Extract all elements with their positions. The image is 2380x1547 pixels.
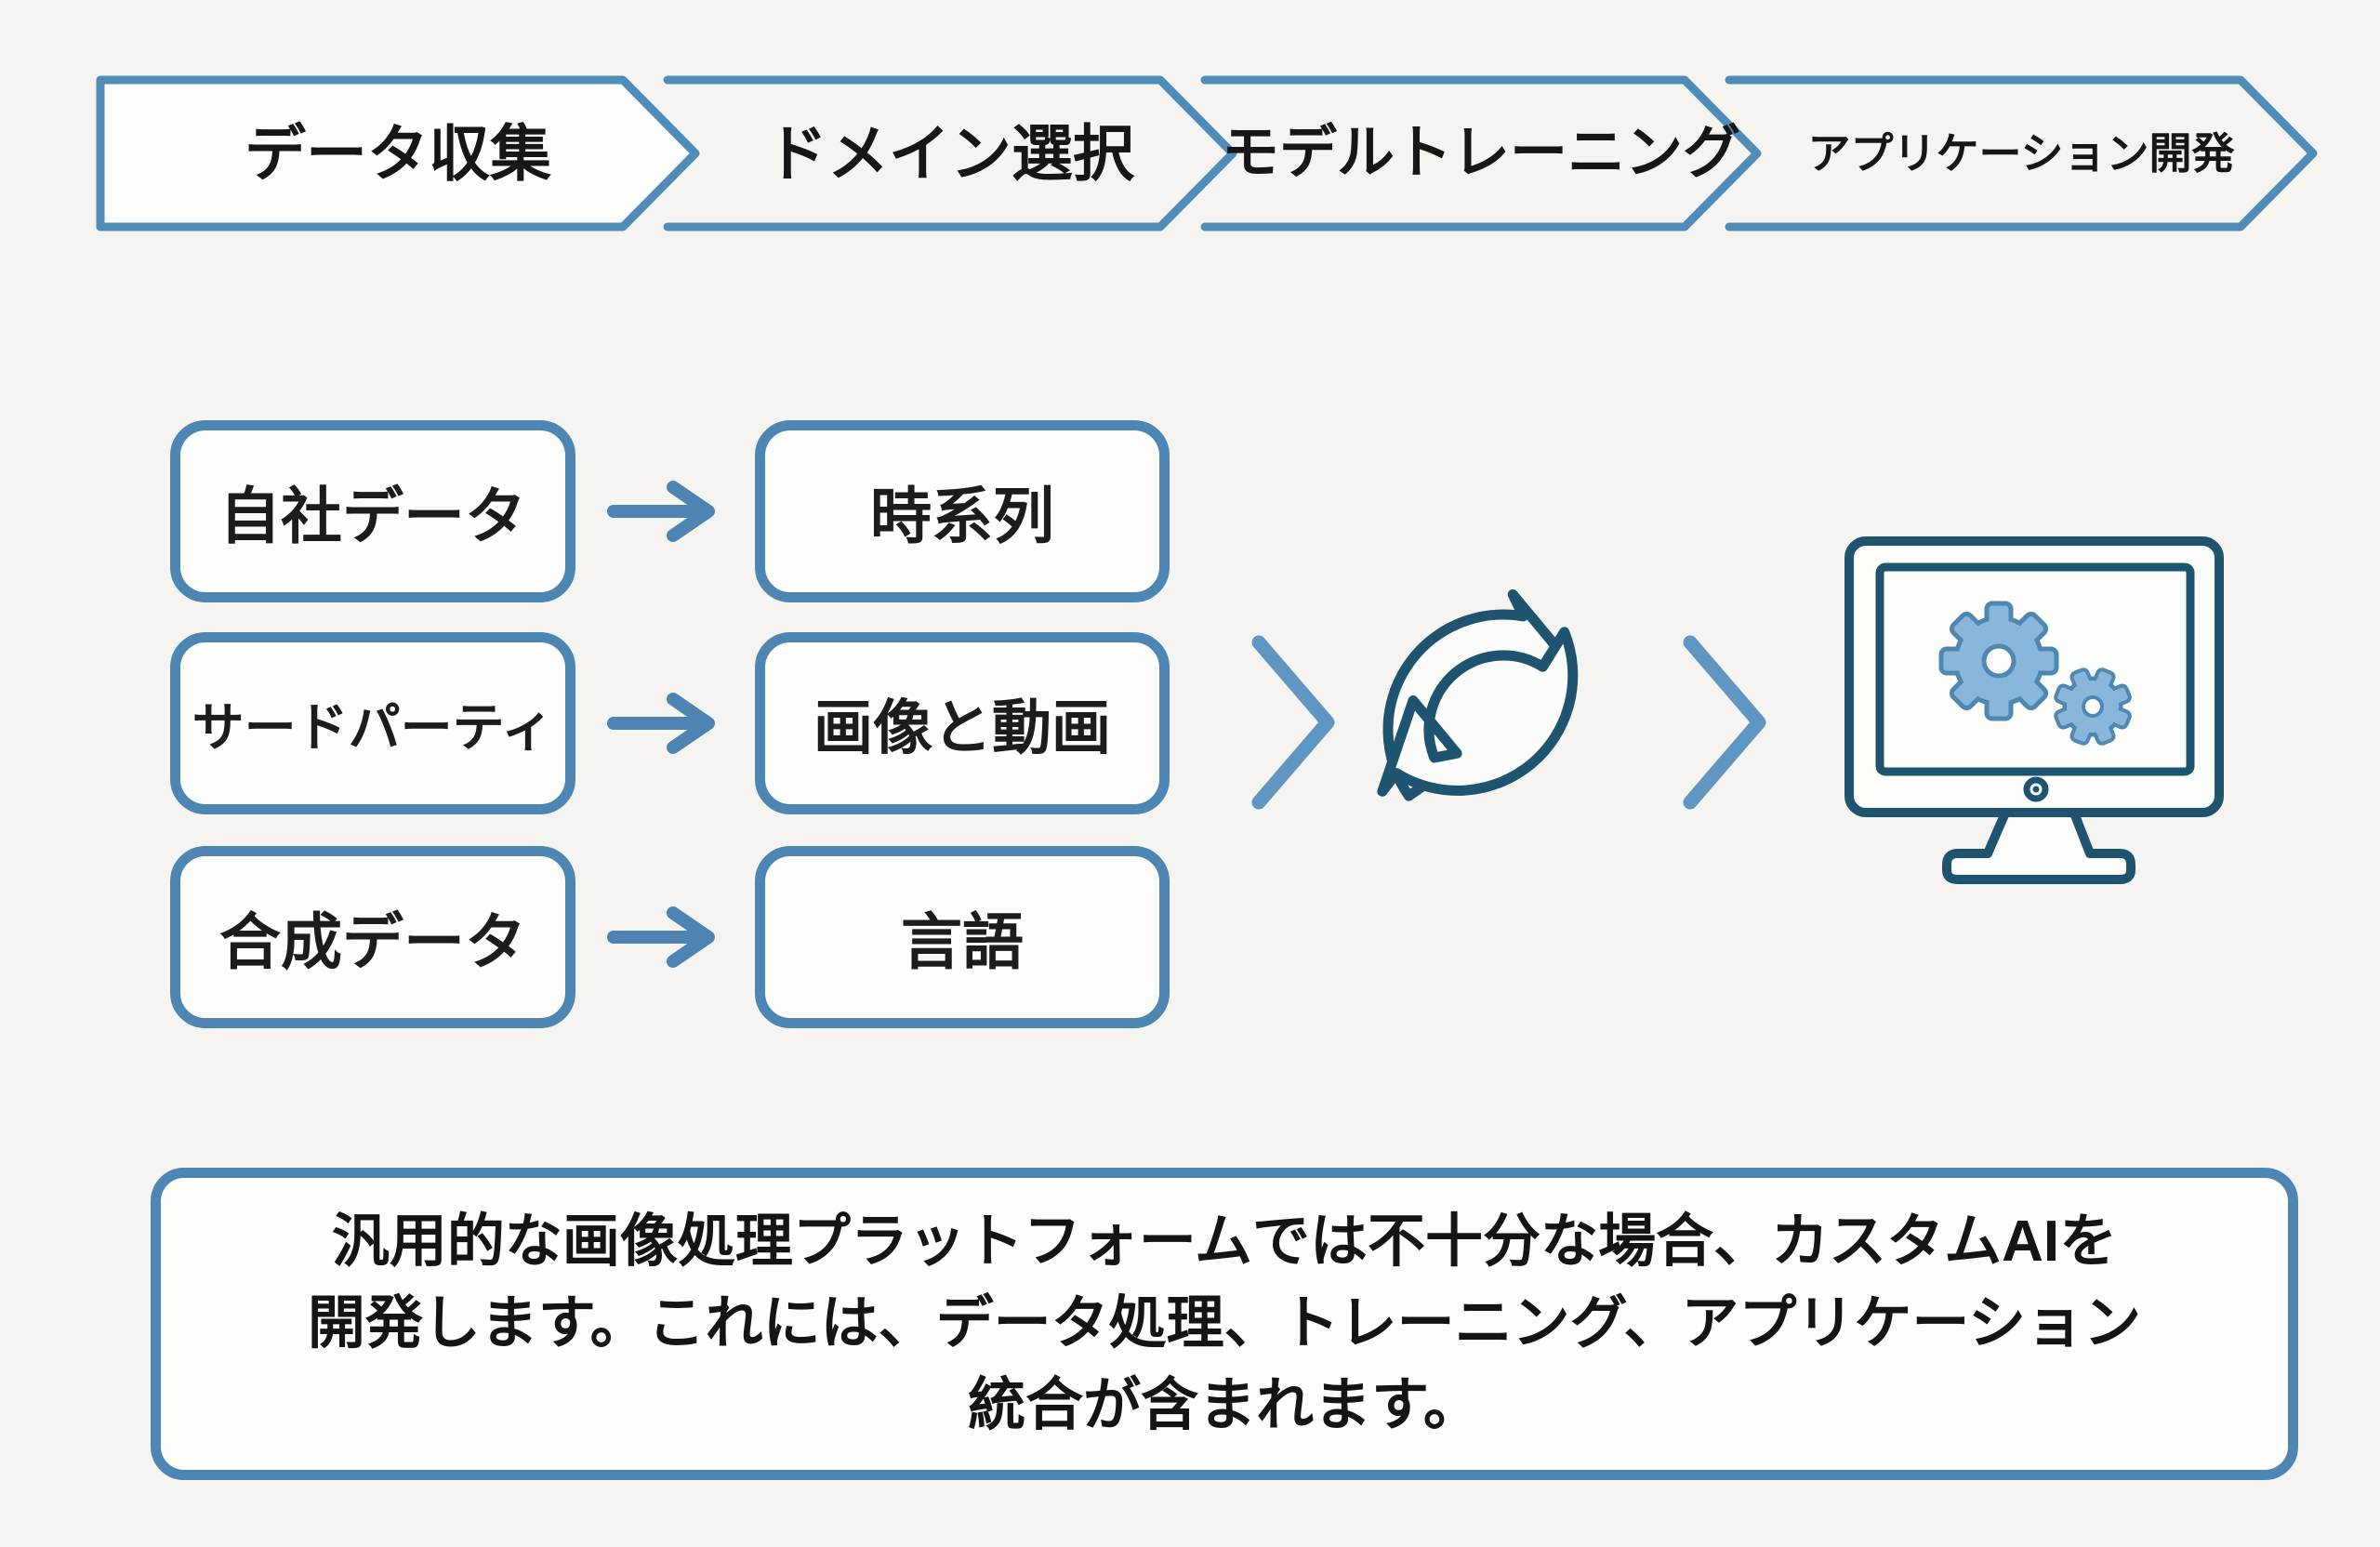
note-line: 開発します。これには、データ処理、トレーニング、アプリケーション — [307, 1291, 2142, 1355]
domain-box: 言語 — [755, 846, 1170, 1028]
source-box: 自社データ — [170, 420, 575, 602]
note-line: 汎用的な画像処理プラットフォームでは不十分な場合、カスタムAIを — [331, 1210, 2118, 1274]
note-box: 汎用的な画像処理プラットフォームでは不十分な場合、カスタムAIを 開発します。こ… — [151, 1168, 2298, 1480]
large-gear-icon — [1938, 601, 2059, 721]
source-box-label: 合成データ — [219, 907, 526, 976]
source-box: 合成データ — [170, 846, 575, 1028]
chevron-right-icon — [1683, 635, 1766, 810]
process-step-label: アプリケーション開発 — [1807, 129, 2235, 178]
chevron-shape-4 — [1725, 75, 2318, 231]
chevron-shape-3 — [1200, 75, 1762, 231]
process-step-label: モデルトレーニング — [1221, 121, 1740, 185]
source-box: サードパーティ — [170, 632, 575, 814]
domain-box-label: 画像と動画 — [813, 694, 1111, 761]
chevron-shape-1 — [96, 75, 700, 231]
cycle-arrows-icon — [1377, 588, 1579, 801]
camera-dot-center — [2032, 786, 2040, 793]
process-flow-chevrons — [96, 75, 2318, 231]
cycle-arrow-bottom — [1377, 627, 1579, 797]
arrow-right-icon — [607, 906, 715, 968]
monitor-stand — [1942, 806, 2135, 884]
arrow-right-icon — [607, 481, 715, 542]
domain-box: 画像と動画 — [755, 632, 1170, 814]
process-step-label: ドメイン選択 — [766, 119, 1134, 188]
domain-box-label: 言語 — [901, 907, 1024, 976]
chevron-right-icon — [1251, 635, 1335, 810]
process-step-label: データ収集 — [245, 119, 551, 188]
chevron-shape-2 — [663, 75, 1237, 231]
note-line: 統合が含まれます。 — [968, 1373, 1481, 1437]
source-box-label: 自社データ — [219, 482, 526, 550]
source-box-label: サードパーティ — [192, 697, 554, 757]
monitor-gears-icon — [1844, 536, 2224, 884]
arrow-right-icon — [607, 693, 715, 754]
domain-box: 時系列 — [755, 420, 1170, 602]
small-gear-icon — [2054, 668, 2132, 746]
domain-box-label: 時系列 — [870, 482, 1054, 550]
